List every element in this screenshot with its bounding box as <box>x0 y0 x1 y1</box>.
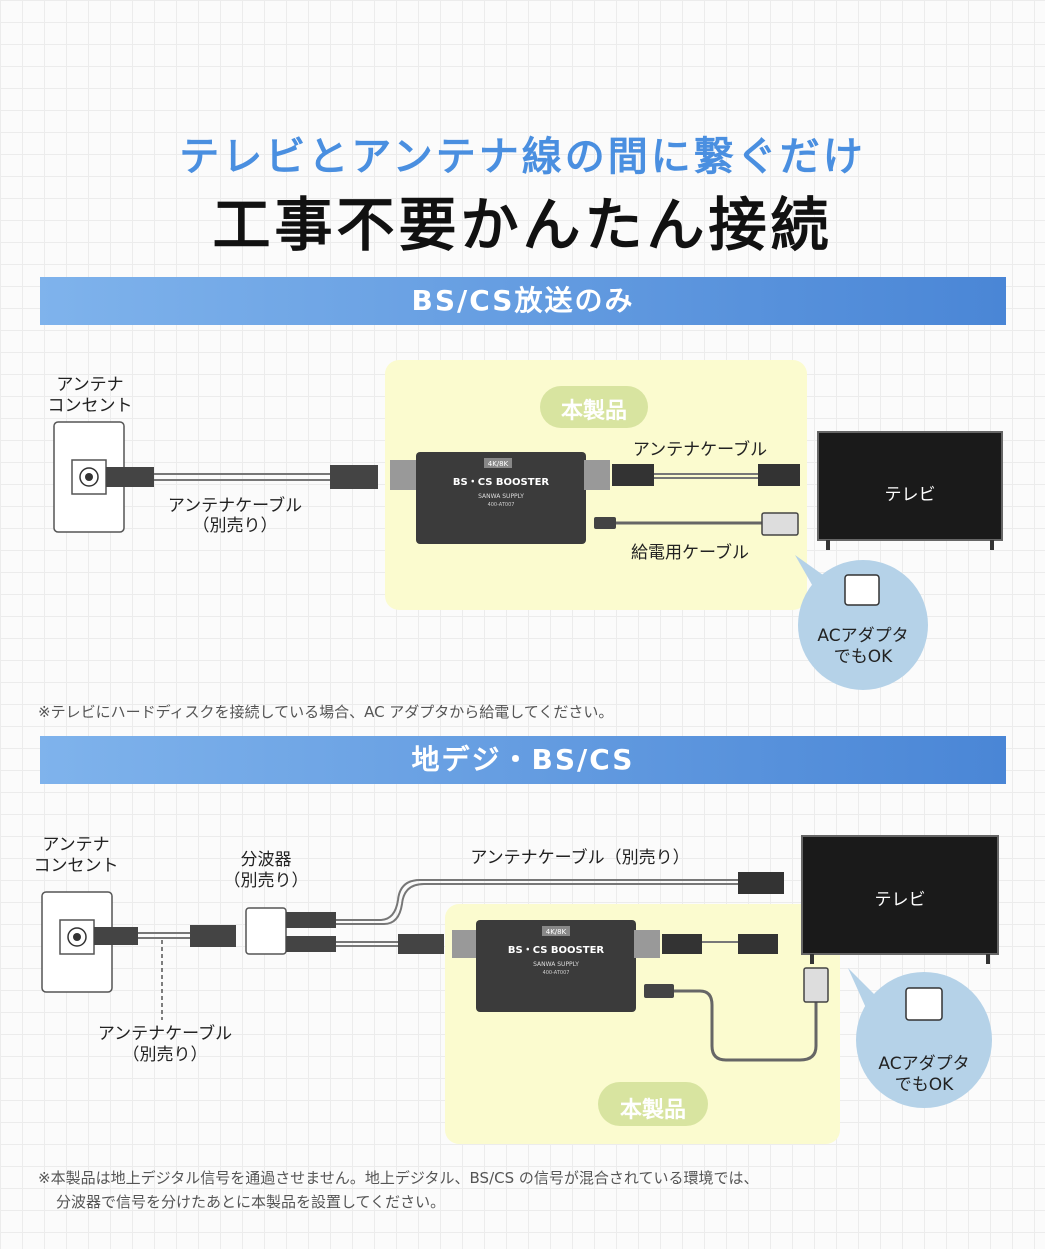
power-cable-label: 給電用ケーブル <box>631 543 749 563</box>
main-title: 工事不要かんたん接続 <box>212 191 833 259</box>
adapter2-label-line2: でもOK <box>894 1075 954 1095</box>
ac-adapter-bubble <box>798 560 928 690</box>
ac-adapter-icon-2 <box>905 987 943 1021</box>
cable-left-label-line1: アンテナケーブル <box>167 496 303 516</box>
section-band-bs-cs: BS/CS放送のみ <box>40 277 1006 325</box>
usb-a-plug <box>761 512 799 536</box>
svg-text:BS・CS BOOSTER: BS・CS BOOSTER <box>508 945 605 956</box>
cable-left-label-line2: （別売り） <box>192 516 278 536</box>
adapter2-label-line1: ACアダプタ <box>878 1054 970 1074</box>
product-label: 本製品 <box>560 399 627 424</box>
outlet2-label-line2: コンセント <box>33 856 119 876</box>
diagram-terrestrial-bs-cs: 4K/8K BS・CS BOOSTER SANWA SUPPLY 400-AT0… <box>41 835 999 1144</box>
product-badge <box>540 386 648 428</box>
svg-text:4K/8K: 4K/8K <box>488 460 509 468</box>
svg-text:4K/8K: 4K/8K <box>546 928 567 936</box>
booster-device-2 <box>476 920 636 1012</box>
note-section1: ※テレビにハードディスクを接続している場合、AC アダプタから給電してください。 <box>38 703 614 721</box>
diagram-bs-cs: 4K/8K BS・CS BOOSTER SANWA SUPPLY 400-AT0… <box>53 360 1003 690</box>
ac-adapter-bubble-2 <box>856 972 992 1108</box>
subtitle: テレビとアンテナ線の間に繋ぐだけ <box>179 134 866 180</box>
outlet2-label-line1: アンテナ <box>42 835 110 855</box>
tv-2 <box>801 835 999 955</box>
section-band-terrestrial-bs-cs: 地デジ・BS/CS <box>40 736 1006 784</box>
note-section2-line1: ※本製品は地上デジタル信号を通過させません。地上デジタル、BS/CS の信号が混… <box>38 1169 759 1187</box>
connector-left <box>106 467 154 487</box>
svg-text:400-AT007: 400-AT007 <box>543 970 570 976</box>
svg-text:BS・CS BOOSTER: BS・CS BOOSTER <box>453 477 550 488</box>
outlet-label-line1: アンテナ <box>56 375 124 395</box>
connector-mid <box>330 465 378 489</box>
adapter-label-line2: でもOK <box>833 647 893 667</box>
outlet-label-line2: コンセント <box>47 396 133 416</box>
tv <box>817 431 1003 541</box>
tv-label-2: テレビ <box>874 890 926 910</box>
splitter <box>245 907 287 955</box>
svg-text:SANWA SUPPLY: SANWA SUPPLY <box>478 493 524 500</box>
cable-bottom-label-line2: （別売り） <box>122 1045 208 1065</box>
svg-text:400-AT007: 400-AT007 <box>488 502 515 508</box>
adapter-label-line1: ACアダプタ <box>817 626 909 646</box>
tv-label: テレビ <box>884 485 936 505</box>
booster-device <box>416 452 586 544</box>
note-section2-line2: 分波器で信号を分けたあとに本製品を設置してください。 <box>56 1193 446 1211</box>
splitter-label-line2: （別売り） <box>223 871 309 891</box>
usb-a-plug-2 <box>803 967 829 1003</box>
cable-top-label: アンテナケーブル（別売り） <box>470 848 690 868</box>
product-label-2: 本製品 <box>619 1098 686 1123</box>
product-badge-2 <box>598 1082 708 1126</box>
cable-bottom-label-line1: アンテナケーブル <box>97 1024 233 1044</box>
splitter-label-line1: 分波器 <box>240 850 292 870</box>
ac-adapter-icon <box>844 574 880 606</box>
cable-right-label: アンテナケーブル <box>632 440 768 460</box>
svg-text:SANWA SUPPLY: SANWA SUPPLY <box>533 961 579 968</box>
